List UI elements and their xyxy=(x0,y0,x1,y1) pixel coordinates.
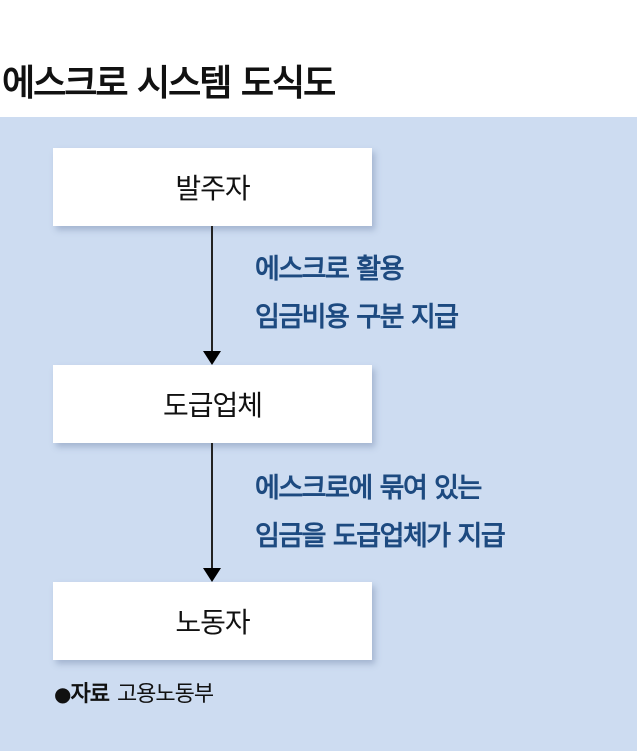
edge-note-line: 임금을 도급업체가 지급 xyxy=(255,521,506,552)
node-label: 노동자 xyxy=(175,606,250,639)
source-credit: ●자료 고용노동부 xyxy=(54,676,214,708)
node-client: 발주자 xyxy=(53,148,372,226)
edge-note-1: 에스크로 활용 임금비용 구분 지급 xyxy=(255,246,459,342)
node-label: 발주자 xyxy=(175,172,250,205)
edge-note-line: 에스크로 활용 xyxy=(255,254,404,285)
arrow-line xyxy=(211,226,213,352)
edge-note-line: 임금비용 구분 지급 xyxy=(255,302,459,333)
bullet-icon: ● xyxy=(54,682,71,706)
arrow-down-icon xyxy=(203,568,221,582)
source-value: 고용노동부 xyxy=(116,682,214,707)
node-label: 도급업체 xyxy=(162,389,263,422)
node-contractor: 도급업체 xyxy=(53,365,372,443)
arrow-down-icon xyxy=(203,351,221,365)
source-label: 자료 xyxy=(70,682,109,707)
node-worker: 노동자 xyxy=(53,582,372,660)
diagram-title: 에스크로 시스템 도식도 xyxy=(2,63,336,104)
arrow-line xyxy=(211,443,213,569)
edge-note-2: 에스크로에 묶여 있는 임금을 도급업체가 지급 xyxy=(255,465,506,561)
edge-note-line: 에스크로에 묶여 있는 xyxy=(255,473,482,504)
